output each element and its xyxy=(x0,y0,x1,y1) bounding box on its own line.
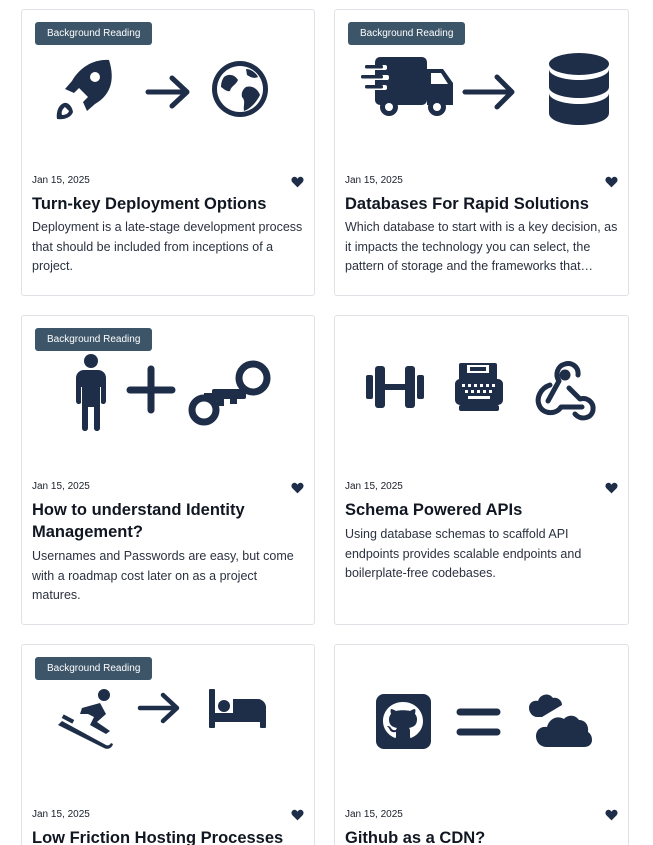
post-description: Usernames and Passwords are easy, but co… xyxy=(32,549,294,602)
dumbbell-icon xyxy=(366,366,424,408)
post-description: Using database schemas to scaffold API e… xyxy=(345,527,582,580)
card-illustration xyxy=(22,35,314,145)
rocket-icon xyxy=(56,59,112,120)
arrow-right-icon xyxy=(137,692,180,724)
post-card[interactable]: Jan 15, 2025 Github as a CDN? xyxy=(334,644,629,845)
heart-icon[interactable] xyxy=(605,482,618,494)
cloud-icon xyxy=(529,694,592,747)
webhook-icon xyxy=(535,361,596,421)
post-title[interactable]: How to understand Identity Management? xyxy=(32,501,245,541)
github-icon xyxy=(376,694,431,749)
card-illustration xyxy=(335,35,628,145)
card-illustration xyxy=(22,670,314,780)
card-illustration xyxy=(335,341,628,451)
card-illustration xyxy=(335,670,628,780)
post-date: Jan 15, 2025 xyxy=(345,809,403,820)
post-description: Which database to start with is a key de… xyxy=(345,220,618,273)
post-description: Deployment is a late-stage development p… xyxy=(32,220,303,273)
arrow-right-icon xyxy=(145,75,190,109)
heart-icon[interactable] xyxy=(291,176,304,188)
post-date: Jan 15, 2025 xyxy=(32,175,90,186)
heart-icon[interactable] xyxy=(291,482,304,494)
post-card[interactable]: Background Reading J xyxy=(21,644,315,845)
post-card[interactable]: Jan 15, 2025 Schema Powered APIs Using d… xyxy=(334,315,629,625)
heart-icon[interactable] xyxy=(605,809,618,821)
post-card[interactable]: Background Reading J xyxy=(21,9,315,296)
bed-icon xyxy=(209,689,266,728)
truck-fast-icon xyxy=(359,57,453,116)
card-illustration xyxy=(22,341,314,451)
equals-icon xyxy=(456,708,501,736)
heart-icon[interactable] xyxy=(291,809,304,821)
category-badge: Background Reading xyxy=(35,328,153,351)
typewriter-icon xyxy=(455,363,503,411)
person-icon xyxy=(76,354,106,431)
post-date: Jan 15, 2025 xyxy=(345,481,403,492)
database-icon xyxy=(549,53,609,125)
arrow-right-icon xyxy=(462,74,515,110)
snowboarder-icon xyxy=(58,689,113,749)
category-badge: Background Reading xyxy=(35,22,153,45)
heart-icon[interactable] xyxy=(605,176,618,188)
post-title[interactable]: Low Friction Hosting Processes xyxy=(32,829,284,845)
post-title[interactable]: Schema Powered APIs xyxy=(345,501,523,519)
plus-icon xyxy=(126,365,176,414)
post-card[interactable]: Background Reading xyxy=(21,315,315,625)
post-title[interactable]: Turn-key Deployment Options xyxy=(32,195,267,213)
post-title[interactable]: Databases For Rapid Solutions xyxy=(345,195,589,213)
category-badge: Background Reading xyxy=(35,657,153,680)
globe-icon xyxy=(212,61,268,117)
post-card[interactable]: Background Reading xyxy=(334,9,629,296)
category-badge: Background Reading xyxy=(348,22,466,45)
post-date: Jan 15, 2025 xyxy=(345,175,403,186)
post-date: Jan 15, 2025 xyxy=(32,809,90,820)
post-date: Jan 15, 2025 xyxy=(32,481,90,492)
post-title[interactable]: Github as a CDN? xyxy=(345,829,486,845)
